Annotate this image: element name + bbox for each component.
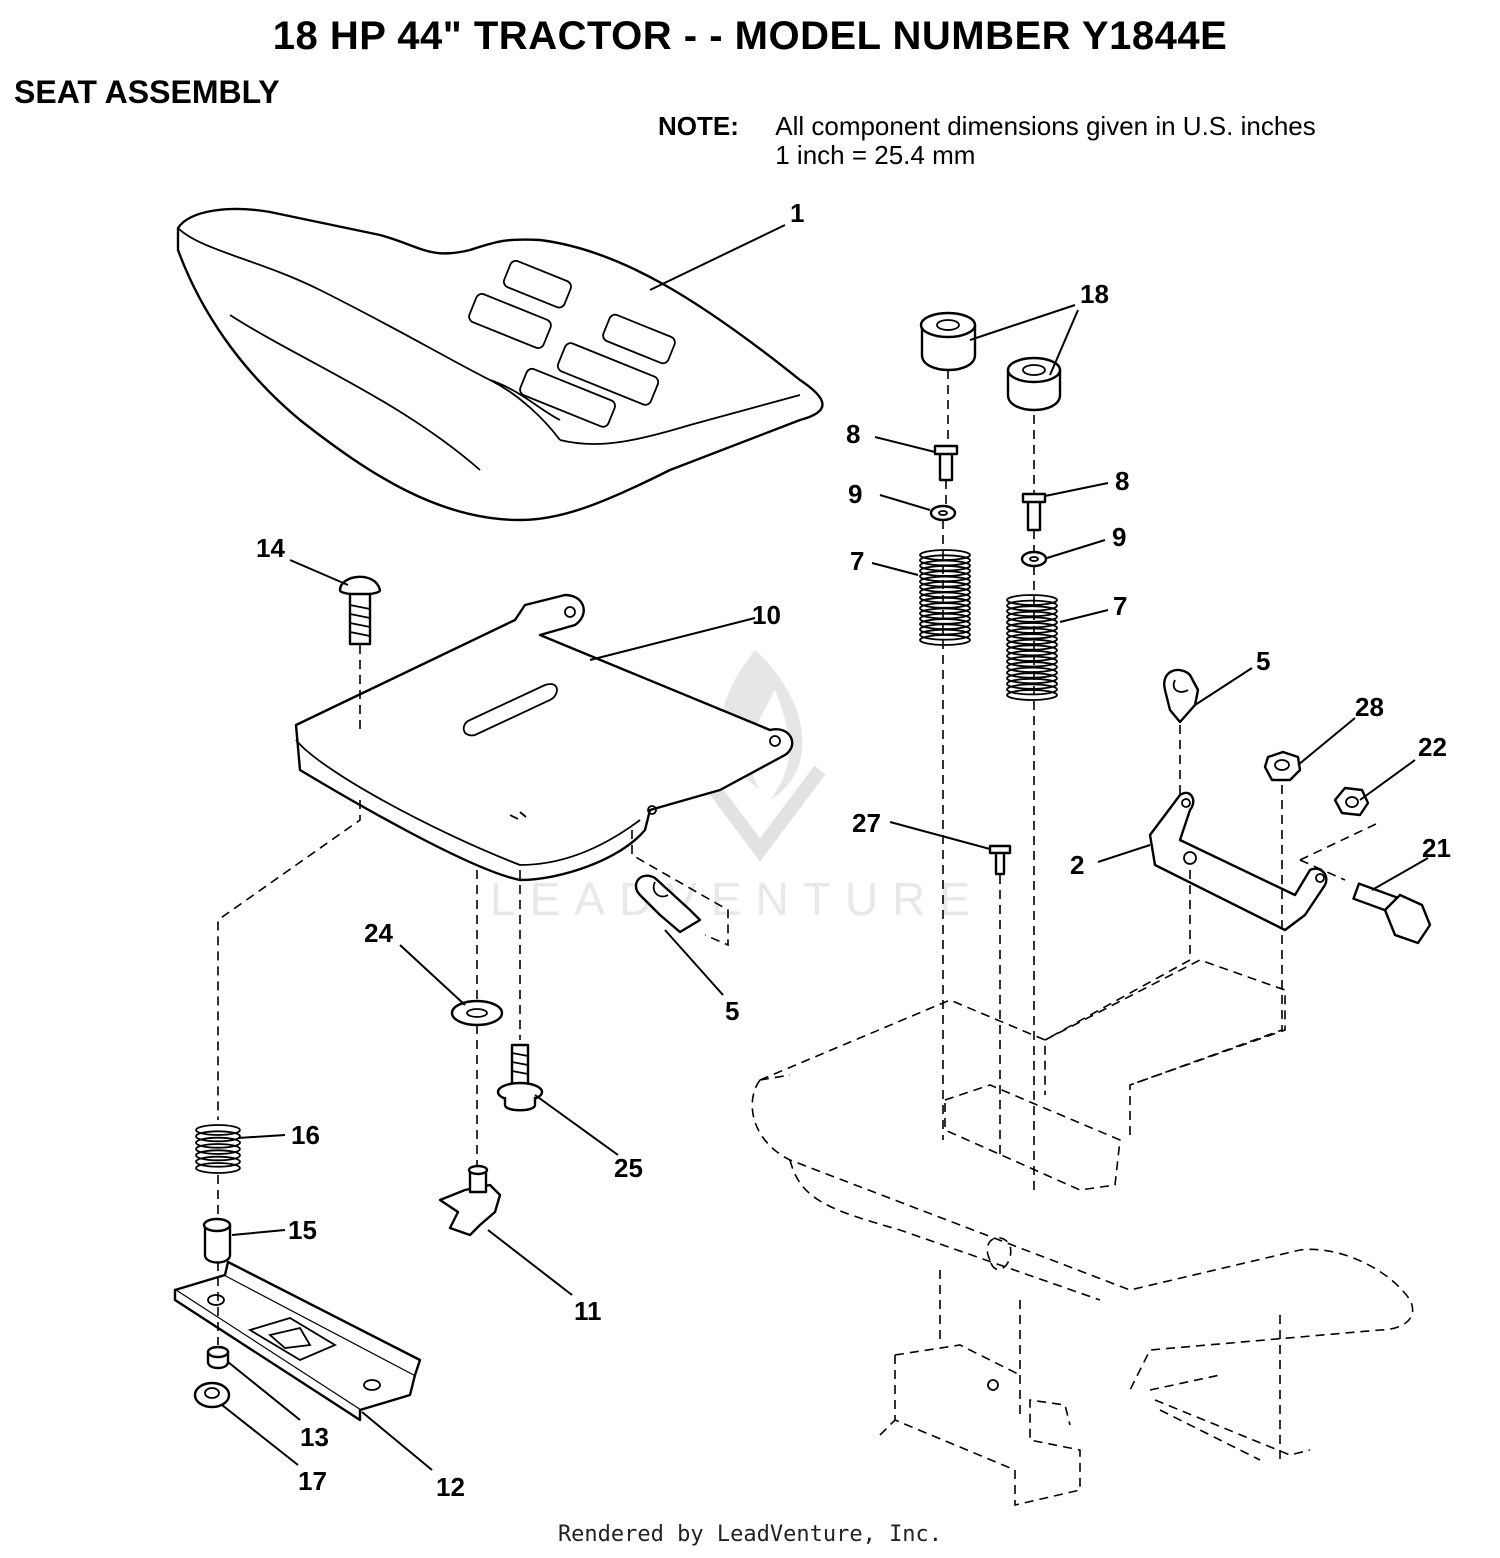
callout-10: 10: [752, 600, 781, 630]
spring-coil: [195, 1143, 241, 1155]
callout-14: 14: [256, 533, 285, 563]
spring-coil: [195, 1124, 241, 1136]
callout-28: 28: [1355, 692, 1384, 722]
spring-coil: [195, 1162, 241, 1174]
note-line-1: All component dimensions given in U.S. i…: [775, 111, 1316, 141]
spring-coil: [195, 1155, 241, 1168]
callout-24: 24: [364, 918, 393, 948]
spring-coil: [1006, 661, 1058, 673]
footer-credit: Rendered by LeadVenture, Inc.: [557, 1522, 943, 1547]
callout-18: 18: [1080, 279, 1109, 309]
spring-coil: [1006, 627, 1058, 640]
callout-12: 12: [436, 1472, 465, 1502]
spring-coil: [1006, 655, 1058, 668]
section-title: SEAT ASSEMBLY: [14, 74, 280, 110]
spring-coil: [1006, 683, 1058, 696]
part-15-spacer: [202, 1217, 232, 1264]
part-27-pin: [988, 844, 1012, 876]
part-7-springs: [919, 549, 1058, 701]
page-title: 18 HP 44" TRACTOR - - MODEL NUMBER Y1844…: [272, 14, 1228, 58]
spring-coil: [1006, 638, 1058, 651]
spring-coil: [195, 1149, 241, 1162]
callout-9-left: 9: [848, 479, 862, 509]
part-14-carriage-bolt: [338, 575, 382, 646]
part-28-nut: [1263, 750, 1302, 782]
spring-coil: [1006, 594, 1058, 606]
callout-labels: 1 18 8 8 9 9 7 7 14 10 5 28 22 27 2 21 2…: [256, 198, 1451, 1502]
tractor-frame-outline: [751, 959, 1414, 1507]
callout-2: 2: [1070, 850, 1084, 880]
callout-22: 22: [1418, 732, 1447, 762]
spring-coil: [1006, 689, 1058, 701]
part-12-slide-rail: [173, 1260, 422, 1422]
part-8-screws: [933, 444, 1047, 532]
part-22-nut: [1333, 786, 1370, 817]
part-9-washers: [929, 504, 1048, 568]
spring-coil: [1006, 633, 1058, 646]
part-5-clip-right: [1163, 668, 1200, 724]
part-11-knob: [438, 1164, 502, 1237]
spring-coil: [1006, 622, 1058, 634]
spring-coil: [1006, 677, 1058, 690]
spring-coil: [1006, 599, 1058, 612]
callout-8-left: 8: [846, 419, 860, 449]
spring-coil: [195, 1136, 241, 1149]
callout-9-right: 9: [1112, 522, 1126, 552]
alignment-lines: [217, 370, 1379, 1345]
part-25-shoulder-screw: [496, 1043, 544, 1112]
spring-coil: [919, 628, 971, 641]
spring-coil: [1006, 644, 1058, 657]
callout-5-right: 5: [1256, 646, 1270, 676]
spring-coil: [195, 1130, 241, 1143]
callout-7-left: 7: [850, 546, 864, 576]
callout-1: 1: [790, 198, 804, 228]
dimension-note: NOTE: All component dimensions given in …: [658, 112, 1316, 170]
watermark-text: LEADVENTURE: [490, 873, 984, 925]
part-24-washer: [450, 999, 504, 1027]
chevron-logo-icon: [694, 765, 826, 862]
callout-leaders: [221, 224, 1429, 1471]
part-16-spring: [195, 1124, 241, 1174]
part-17-flange-nut: [193, 1381, 231, 1409]
spring-coil: [919, 634, 971, 646]
callout-15: 15: [288, 1215, 317, 1245]
callout-7-right: 7: [1113, 591, 1127, 621]
part-2-bracket: [1148, 791, 1328, 932]
part-21-bolt: [1352, 882, 1432, 945]
callout-5-left: 5: [725, 996, 739, 1026]
callout-17: 17: [298, 1466, 327, 1496]
callout-27: 27: [852, 808, 881, 838]
part-13-nut: [206, 1345, 230, 1370]
spring-coil: [1006, 605, 1058, 618]
spring-coil: [1006, 649, 1058, 662]
callout-16: 16: [291, 1120, 320, 1150]
note-line-2: 1 inch = 25.4 mm: [775, 140, 976, 170]
part-18-bumpers: [919, 311, 1062, 412]
spring-coil: [1006, 610, 1058, 623]
spring-coil: [1006, 666, 1058, 679]
callout-11: 11: [574, 1296, 602, 1326]
callout-8-right: 8: [1115, 466, 1129, 496]
part-1-seat: [176, 207, 824, 522]
callout-25: 25: [614, 1153, 643, 1183]
callout-21: 21: [1422, 833, 1451, 863]
note-label: NOTE:: [658, 111, 739, 141]
callout-13: 13: [300, 1422, 329, 1452]
part-10-seat-pan: [294, 593, 794, 882]
spring-coil: [1006, 616, 1058, 629]
part-5-clip-left: [634, 874, 702, 934]
note-text: All component dimensions given in U.S. i…: [775, 112, 1316, 170]
spring-coil: [1006, 672, 1058, 685]
